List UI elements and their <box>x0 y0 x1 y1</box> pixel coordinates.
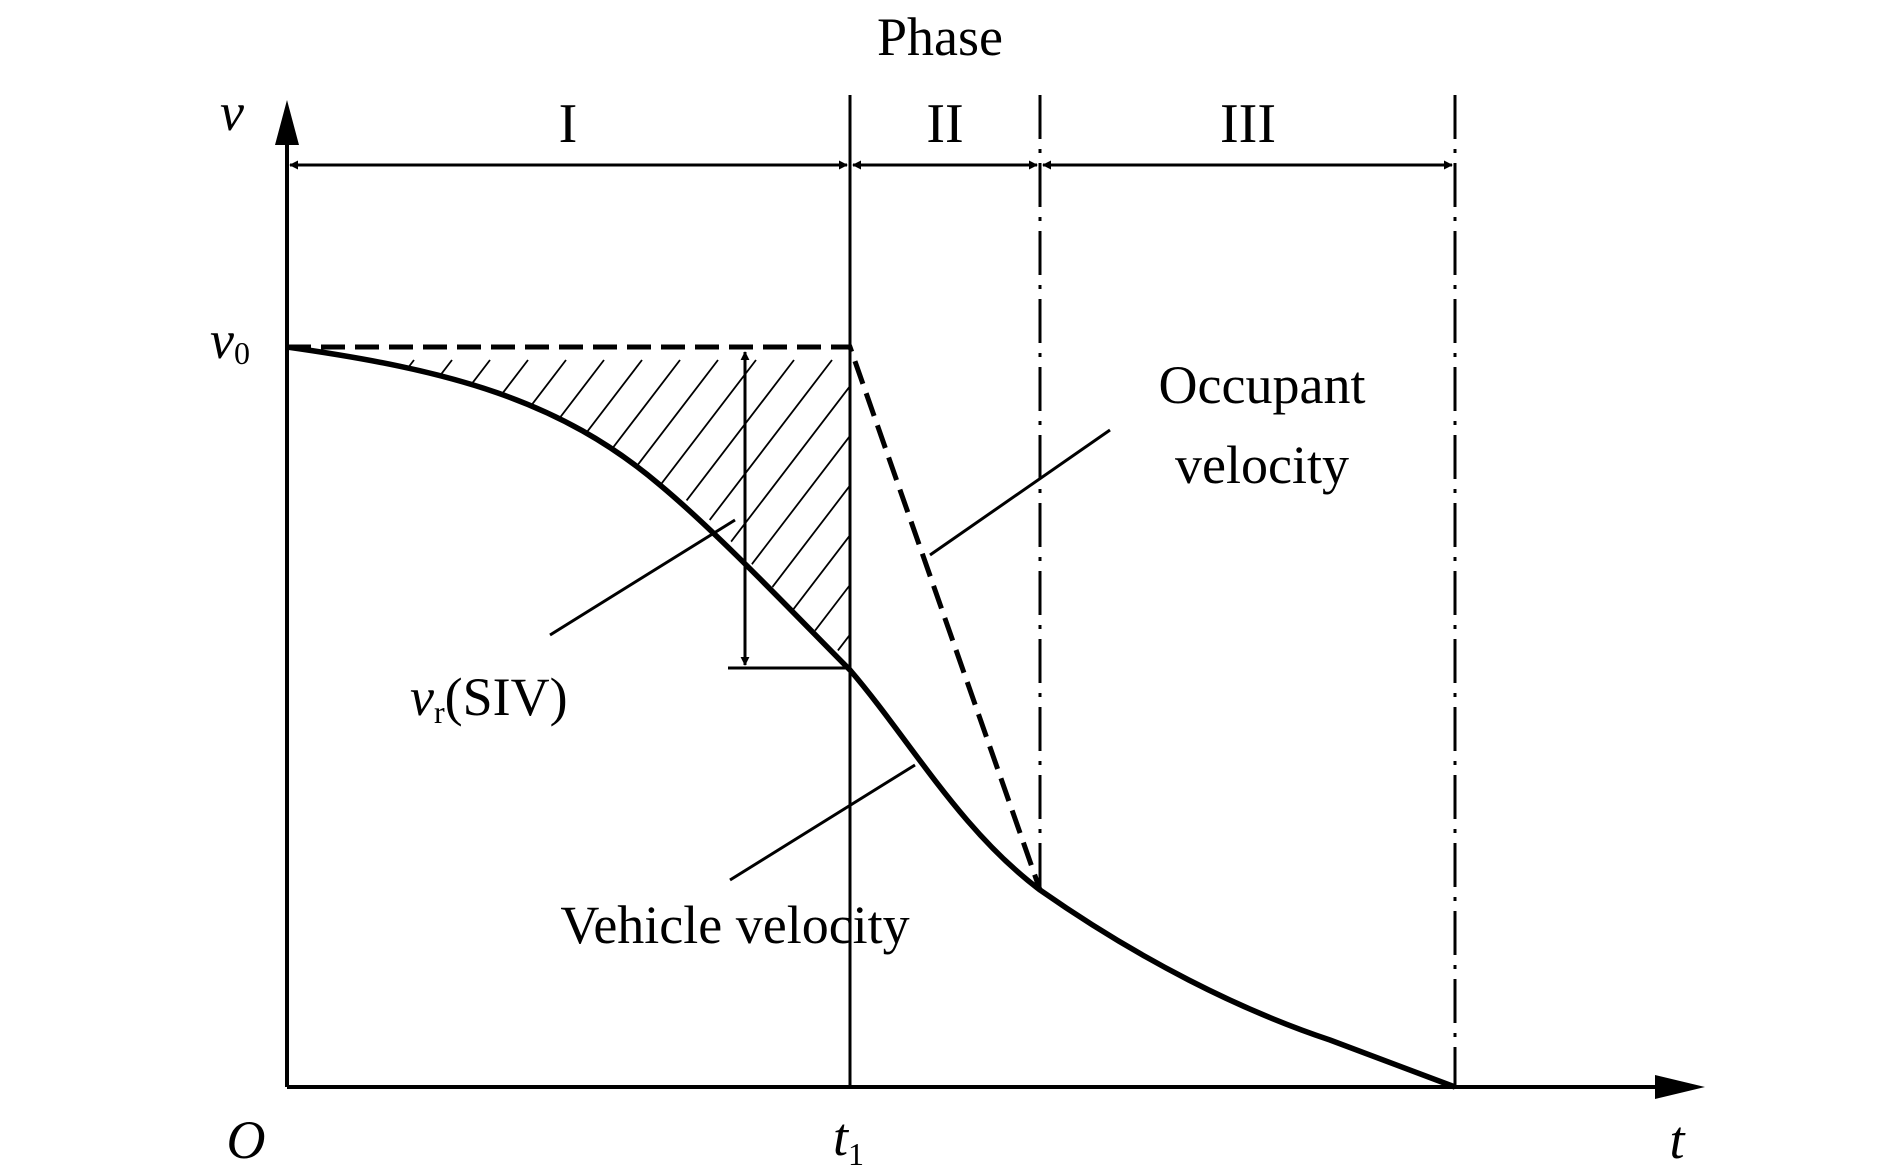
hatch-line <box>287 359 453 660</box>
occupant-leader-line <box>929 428 1111 557</box>
origin-label: O <box>227 1110 266 1170</box>
v0-label: v0 <box>210 310 250 371</box>
occupant-velocity-curve <box>287 344 1043 891</box>
siv-label: vr(SIV) <box>410 667 568 730</box>
hatch-line <box>287 359 301 660</box>
hatched-region <box>287 359 850 660</box>
hatch-line <box>685 359 850 660</box>
hatch-line <box>533 359 795 660</box>
hatch-line <box>287 359 339 660</box>
hatch-line <box>343 359 605 660</box>
phase-2-label: II <box>926 93 963 155</box>
phase-1-label: I <box>559 93 578 155</box>
vehicle-velocity-curve <box>286 344 1456 1090</box>
hatch-line <box>799 359 850 660</box>
hatch-line <box>761 359 850 660</box>
x-axis-arrowhead <box>1655 1075 1705 1099</box>
y-axis-label: v <box>220 82 244 142</box>
occupant-velocity-label-line2: velocity <box>1175 435 1349 495</box>
occupant-velocity-label-line1: Occupant <box>1159 355 1366 415</box>
hatch-line <box>381 359 643 660</box>
siv-leader-line <box>549 518 736 637</box>
hatch-line <box>419 359 681 660</box>
hatch-line <box>287 359 377 660</box>
hatch-line <box>457 359 719 660</box>
phase-3-label: III <box>1220 93 1276 155</box>
hatch-line <box>287 359 491 660</box>
hatch-line <box>723 359 850 660</box>
hatch-line <box>571 359 833 660</box>
phase-title: Phase <box>877 7 1003 67</box>
hatch-line <box>305 359 567 660</box>
hatch-line <box>287 359 529 660</box>
t1-label: t1 <box>833 1107 864 1172</box>
y-axis-arrowhead <box>275 100 299 145</box>
vehicle-leader-line <box>729 763 916 882</box>
hatch-line <box>287 359 415 660</box>
hatch-line <box>647 359 850 660</box>
x-axis-label: t <box>1669 1110 1686 1170</box>
vehicle-velocity-label: Vehicle velocity <box>560 895 909 955</box>
